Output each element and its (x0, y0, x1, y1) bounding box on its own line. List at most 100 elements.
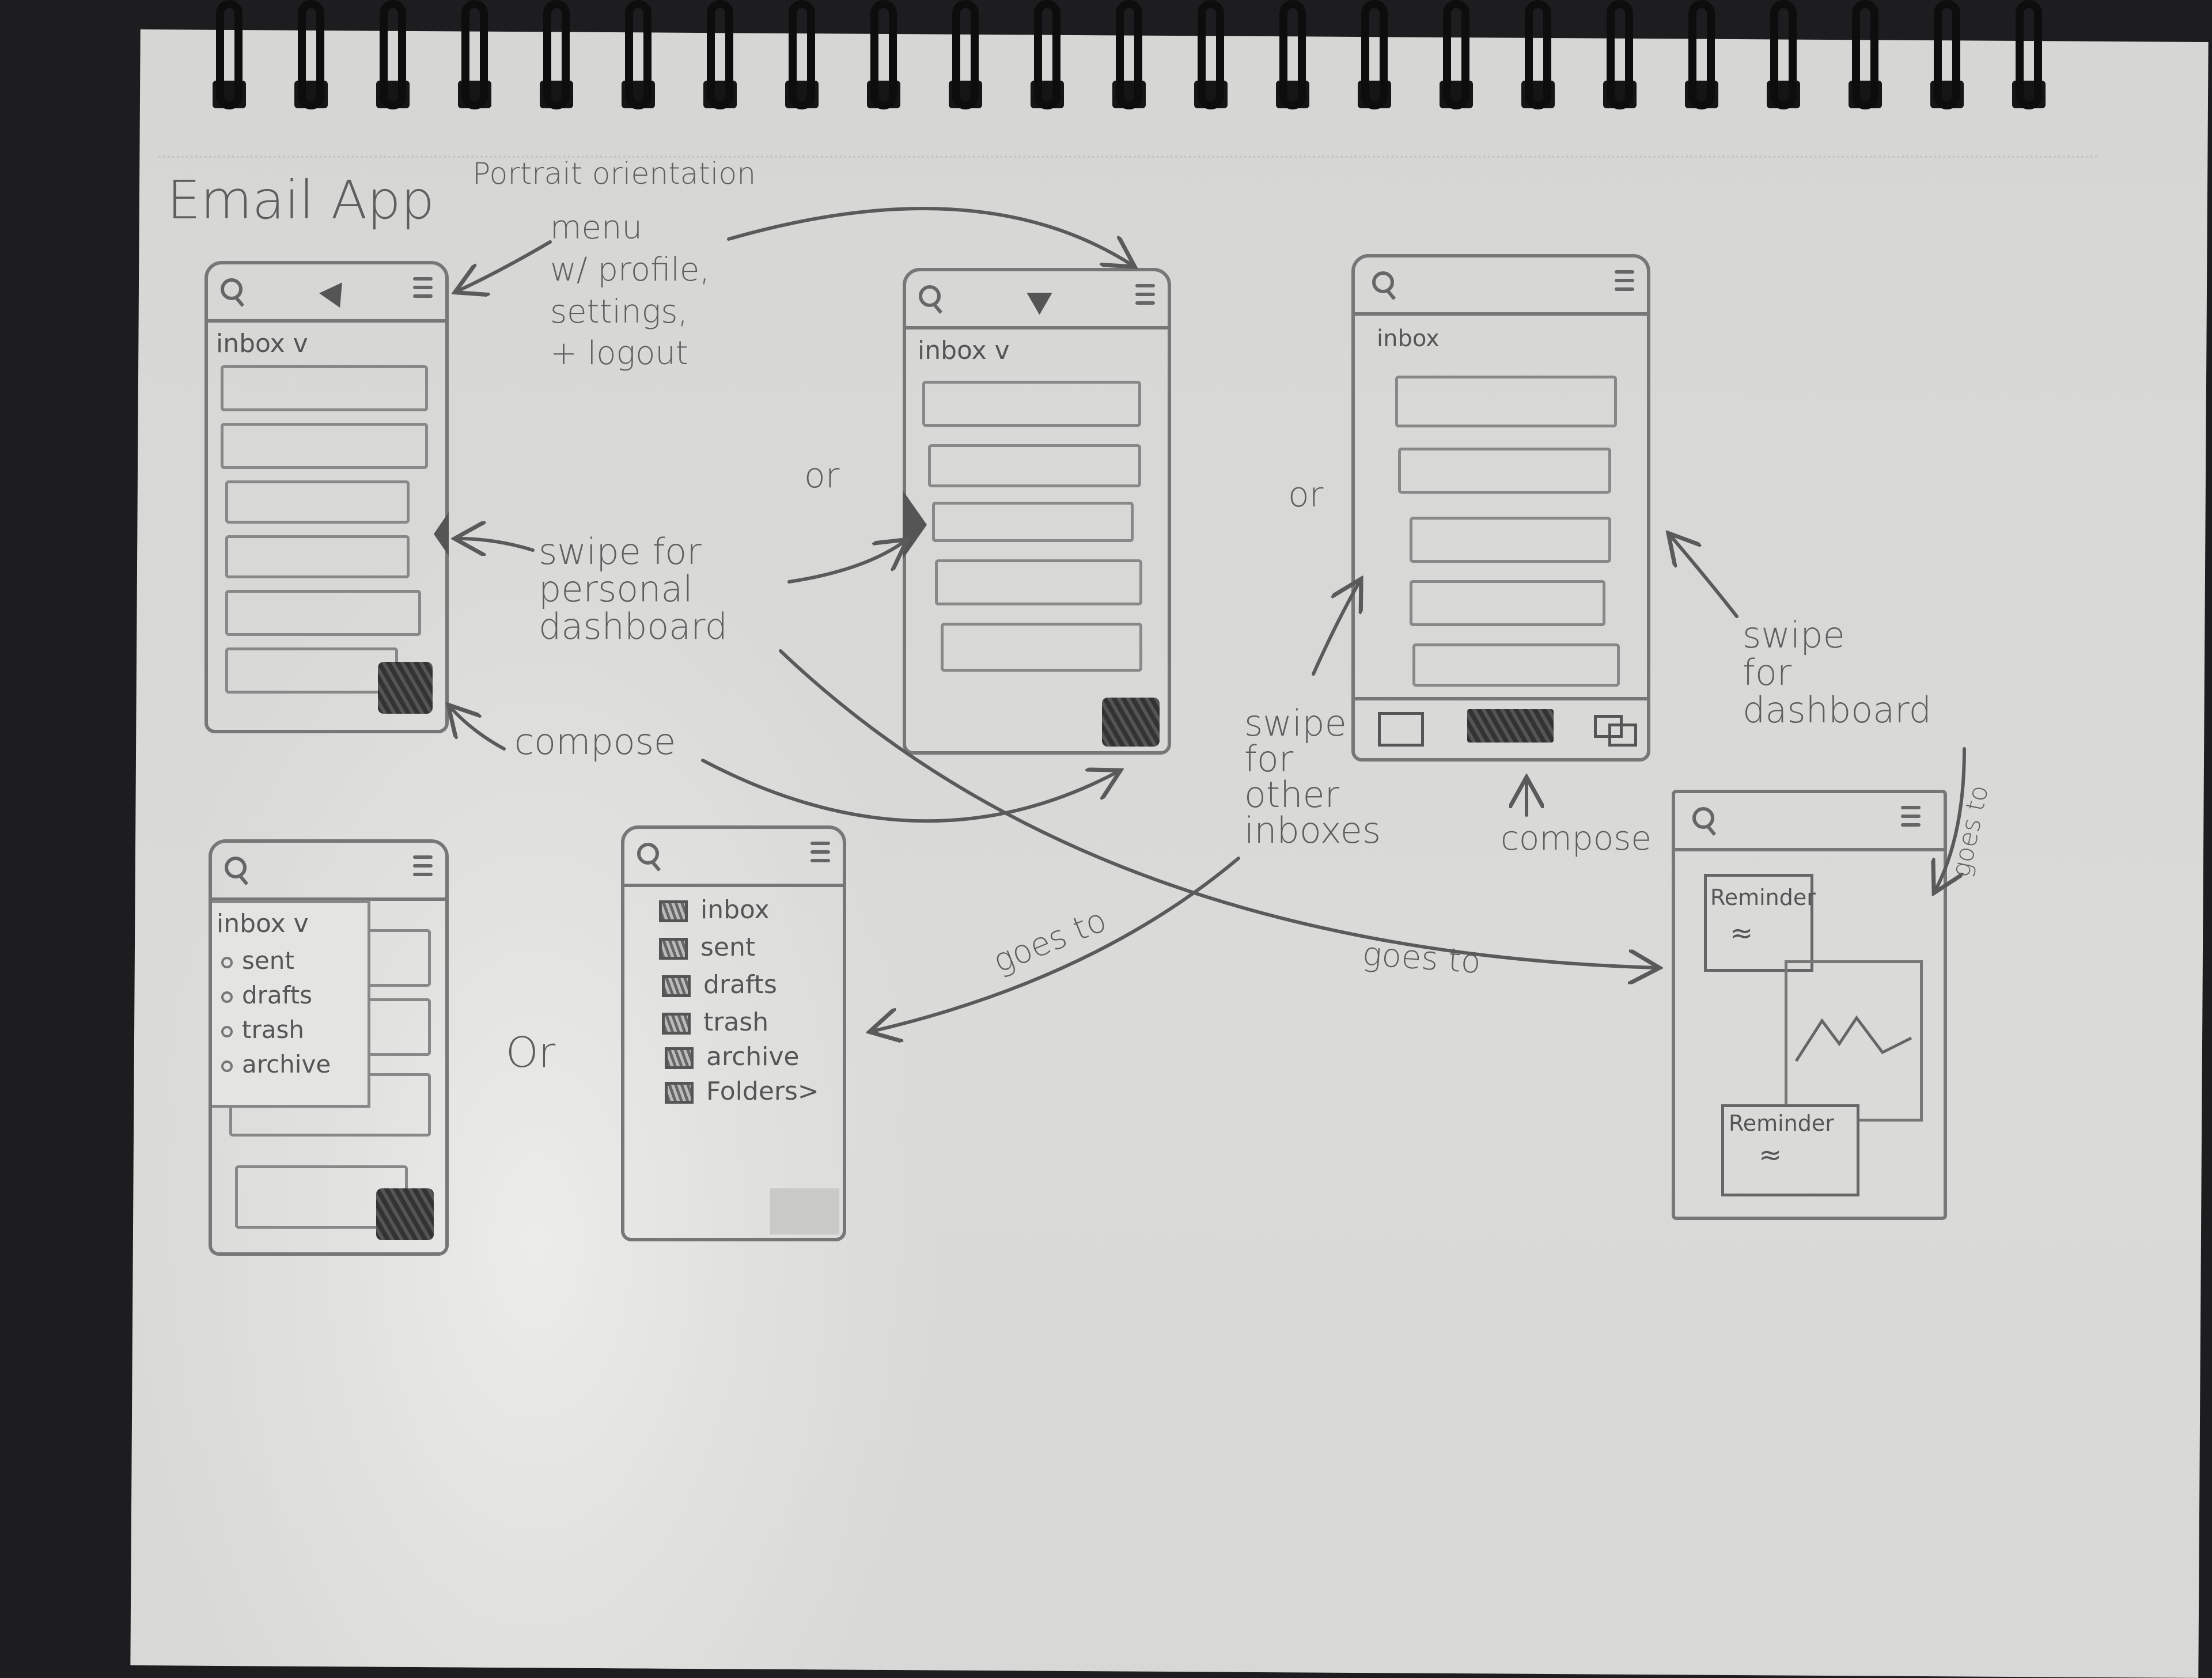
item-label: sent (242, 946, 294, 975)
spiral-ring (1361, 0, 1388, 109)
note-line: other (1244, 774, 1340, 816)
spiral-ring (298, 0, 324, 109)
dropdown-title: inbox v (217, 909, 309, 938)
email-row (225, 480, 410, 524)
phone-wireframe-side-menu: inbox sent drafts trash archive Folders> (621, 825, 846, 1241)
spiral-ring (1852, 0, 1878, 109)
reminder-card: Reminder ≈ (1721, 1104, 1859, 1196)
spiral-ring (952, 0, 979, 109)
inbox-dropdown: inbox v (216, 329, 308, 358)
spiral-ring (1607, 0, 1633, 109)
email-row (221, 365, 428, 411)
dropdown-item-sent[interactable]: sent (221, 946, 294, 975)
arrow-menu-note (458, 240, 552, 291)
compose-button (1102, 698, 1160, 747)
compose-note: compose (1501, 819, 1652, 858)
spiral-ring (707, 0, 733, 109)
app-header (1355, 257, 1647, 316)
spiral-ring (1279, 0, 1306, 109)
inbox-icon (1378, 712, 1424, 747)
arrow-to-side-menu (873, 857, 1240, 1031)
email-row (928, 444, 1141, 487)
drafts-icon (662, 975, 691, 997)
compose-button (1467, 709, 1554, 743)
email-row (941, 623, 1142, 672)
phone-wireframe-dashboard: Reminder ≈ Reminder ≈ (1672, 790, 1947, 1220)
email-row (922, 381, 1141, 427)
phone-wireframe-inbox-2: inbox v (903, 268, 1171, 755)
app-header (208, 264, 445, 323)
menu-item-trash[interactable]: trash (662, 1007, 768, 1037)
phone-wireframe-inbox-1: inbox v (204, 261, 449, 733)
archive-icon (665, 1047, 694, 1069)
item-label: archive (242, 1050, 331, 1078)
bottom-nav-bar (1355, 697, 1647, 758)
trash-icon (662, 1013, 691, 1035)
menu-item-drafts[interactable]: drafts (662, 970, 777, 999)
spiral-ring (1116, 0, 1142, 109)
item-label: sent (700, 933, 756, 962)
menu-item-archive[interactable]: archive (665, 1042, 800, 1071)
spiral-ring (870, 0, 897, 109)
folders-icon (665, 1082, 694, 1104)
item-label: drafts (242, 981, 313, 1009)
swipe-personal-dashboard-note: swipe for personal dashboard (539, 533, 728, 645)
menu-item-inbox[interactable]: inbox (659, 895, 770, 925)
folders-icon (1608, 724, 1637, 747)
dropdown-item-drafts[interactable]: drafts (221, 981, 312, 1009)
note-line: personal (539, 568, 693, 611)
app-header (1675, 793, 1944, 851)
inbox-dropdown: inbox v (918, 336, 1010, 365)
note-line: for (1244, 738, 1294, 780)
inbox-label: inbox (1377, 325, 1440, 352)
arrow-swipe-phone-2 (787, 541, 904, 584)
reminder-title: Reminder (1729, 1111, 1834, 1136)
note-line: swipe (1743, 614, 1845, 656)
sketch-subtitle: Portrait orientation (472, 157, 756, 191)
app-header (624, 829, 843, 887)
dropdown-item-trash[interactable]: trash (221, 1016, 304, 1044)
item-label: archive (706, 1042, 800, 1071)
note-line: w/ profile, (550, 251, 710, 289)
email-row (225, 535, 410, 578)
or-label: Or (506, 1028, 556, 1077)
swipe-handle-icon (434, 512, 449, 556)
note-line: swipe for (539, 531, 702, 573)
spiral-ring (1688, 0, 1715, 109)
swipe-dashboard-note: swipe for dashboard (1743, 616, 1931, 729)
bullet-icon (221, 1025, 233, 1037)
arrow-compose-note (450, 707, 506, 751)
spiral-ring (1198, 0, 1224, 109)
arrow-to-dashboard (779, 649, 1656, 968)
spiral-ring (461, 0, 488, 109)
hamburger-menu-icon (1615, 270, 1634, 296)
email-row (1398, 448, 1611, 494)
hamburger-menu-icon (413, 277, 433, 303)
item-label: drafts (703, 970, 777, 999)
inbox-dropdown-panel: inbox v sent drafts trash archive (212, 900, 370, 1108)
email-row (1395, 376, 1617, 427)
perforation-line (158, 156, 2100, 158)
note-line: dashboard (539, 605, 728, 648)
hamburger-menu-icon (810, 842, 830, 868)
menu-item-folders[interactable]: Folders> (665, 1077, 819, 1106)
search-icon (225, 857, 247, 878)
note-line: + logout (550, 335, 688, 373)
menu-item-sent[interactable]: sent (659, 933, 755, 962)
or-label: or (1288, 475, 1324, 515)
email-row (932, 502, 1134, 542)
note-line: for (1743, 651, 1792, 694)
dropdown-item-archive[interactable]: archive (221, 1050, 331, 1078)
note-line: swipe (1244, 702, 1347, 744)
item-label: inbox (700, 895, 770, 925)
bullet-icon (221, 1060, 233, 1072)
spiral-ring (216, 0, 243, 109)
spiral-ring (1034, 0, 1060, 109)
sketch-title: Email App (167, 169, 435, 231)
search-icon (1692, 807, 1714, 829)
email-row (1410, 580, 1605, 626)
hamburger-menu-icon (1901, 806, 1921, 832)
search-icon (919, 285, 941, 307)
email-row (935, 559, 1142, 605)
